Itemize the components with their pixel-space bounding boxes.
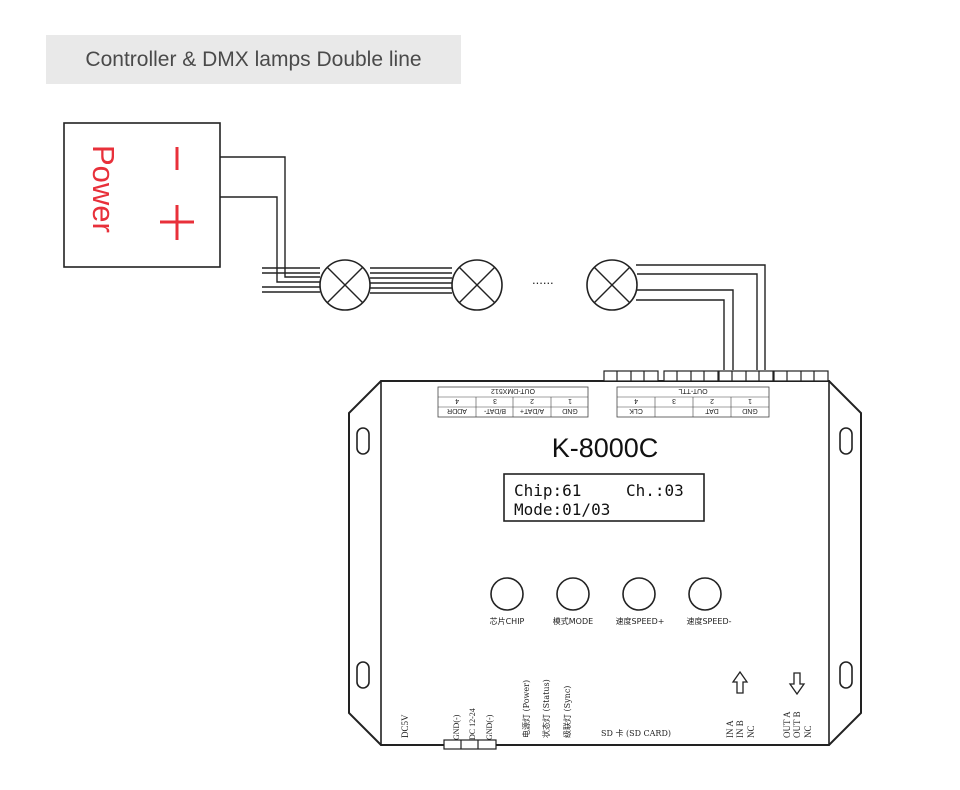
dmx-num-4: 4 (455, 397, 459, 404)
out-a-label: OUT A (782, 711, 792, 738)
dmx-pin-1: GND (562, 407, 578, 414)
in-a-label: IN A (725, 720, 735, 738)
status-led-label: 状态灯 (Status) (541, 679, 551, 738)
ellipsis: ...... (532, 272, 554, 287)
gnd1-label: GND(-) (452, 714, 461, 740)
lcd-chip: Chip:61 (514, 481, 581, 500)
power-supply: Power (63, 122, 221, 268)
dmx-pin-4: ADDR (447, 407, 467, 414)
out-nc-label: NC (803, 725, 813, 738)
mode-button-label: 模式MODE (553, 616, 593, 626)
controller: GND A/DAT+ B/DAT- ADDR 1 2 3 4 OUT-DMX51… (348, 370, 862, 750)
ttl-port-table: GND DAT CLK 1 2 3 4 OUT-TTL (616, 386, 770, 418)
sync-led-label: 级联灯 (Sync) (562, 686, 572, 738)
dmx-num-2: 2 (530, 397, 534, 404)
power-led-label: 电源灯 (Power) (521, 680, 531, 738)
lcd-mode: Mode:01/03 (514, 500, 610, 519)
ttl-pin-2: DAT (705, 407, 719, 414)
chip-button[interactable]: 芯片CHIP (490, 577, 525, 626)
lcd-channel: Ch.:03 (626, 481, 684, 500)
dmx-port-table: GND A/DAT+ B/DAT- ADDR 1 2 3 4 OUT-DMX51… (437, 386, 589, 418)
power-label: Power (86, 145, 121, 233)
arrow-down-icon (788, 672, 806, 696)
speed-up-button[interactable]: 速度SPEED+ (616, 577, 665, 626)
dc5v-label: DC5V (400, 714, 410, 738)
signal-wires (636, 264, 766, 370)
in-b-label: IN B (735, 720, 745, 738)
ttl-pin-1: GND (742, 407, 758, 414)
dmx-lamp-1 (319, 259, 371, 311)
dmx-num-3: 3 (493, 397, 497, 404)
mode-button[interactable]: 模式MODE (553, 577, 593, 626)
speed-down-button-label: 速度SPEED- (686, 616, 731, 626)
sd-card-label: SD 卡 (SD CARD) (601, 728, 671, 738)
chip-button-label: 芯片CHIP (490, 616, 525, 626)
ttl-num-2: 2 (710, 397, 714, 404)
dc12-label: DC 12-24 (468, 708, 477, 740)
ttl-num-1: 1 (748, 397, 752, 404)
ttl-port-label: OUT-TTL (678, 387, 707, 394)
power-connector (443, 739, 497, 750)
ttl-num-3: 3 (672, 397, 676, 404)
gnd2-label: GND(-) (485, 714, 494, 740)
dmx-pin-2: A/DAT+ (520, 407, 544, 414)
title-banner: Controller & DMX lamps Double line (46, 35, 461, 84)
model-name: K-8000C (552, 433, 659, 463)
speed-up-button-label: 速度SPEED+ (616, 616, 665, 626)
dmx-num-1: 1 (568, 397, 572, 404)
in-nc-label: NC (746, 725, 756, 738)
ttl-pin-4: CLK (629, 407, 643, 414)
title-text: Controller & DMX lamps Double line (85, 47, 422, 71)
dmx-lamp-3 (586, 259, 638, 311)
speed-down-button[interactable]: 速度SPEED- (686, 577, 732, 626)
dmx-port-label: OUT-DMX512 (491, 387, 535, 394)
out-b-label: OUT B (792, 711, 802, 738)
power-wires (220, 156, 452, 294)
dmx-pin-3: B/DAT- (483, 407, 506, 414)
ttl-num-4: 4 (634, 397, 638, 404)
lcd-screen (503, 473, 705, 522)
arrow-up-icon (731, 670, 749, 694)
dmx-lamp-2 (451, 259, 503, 311)
